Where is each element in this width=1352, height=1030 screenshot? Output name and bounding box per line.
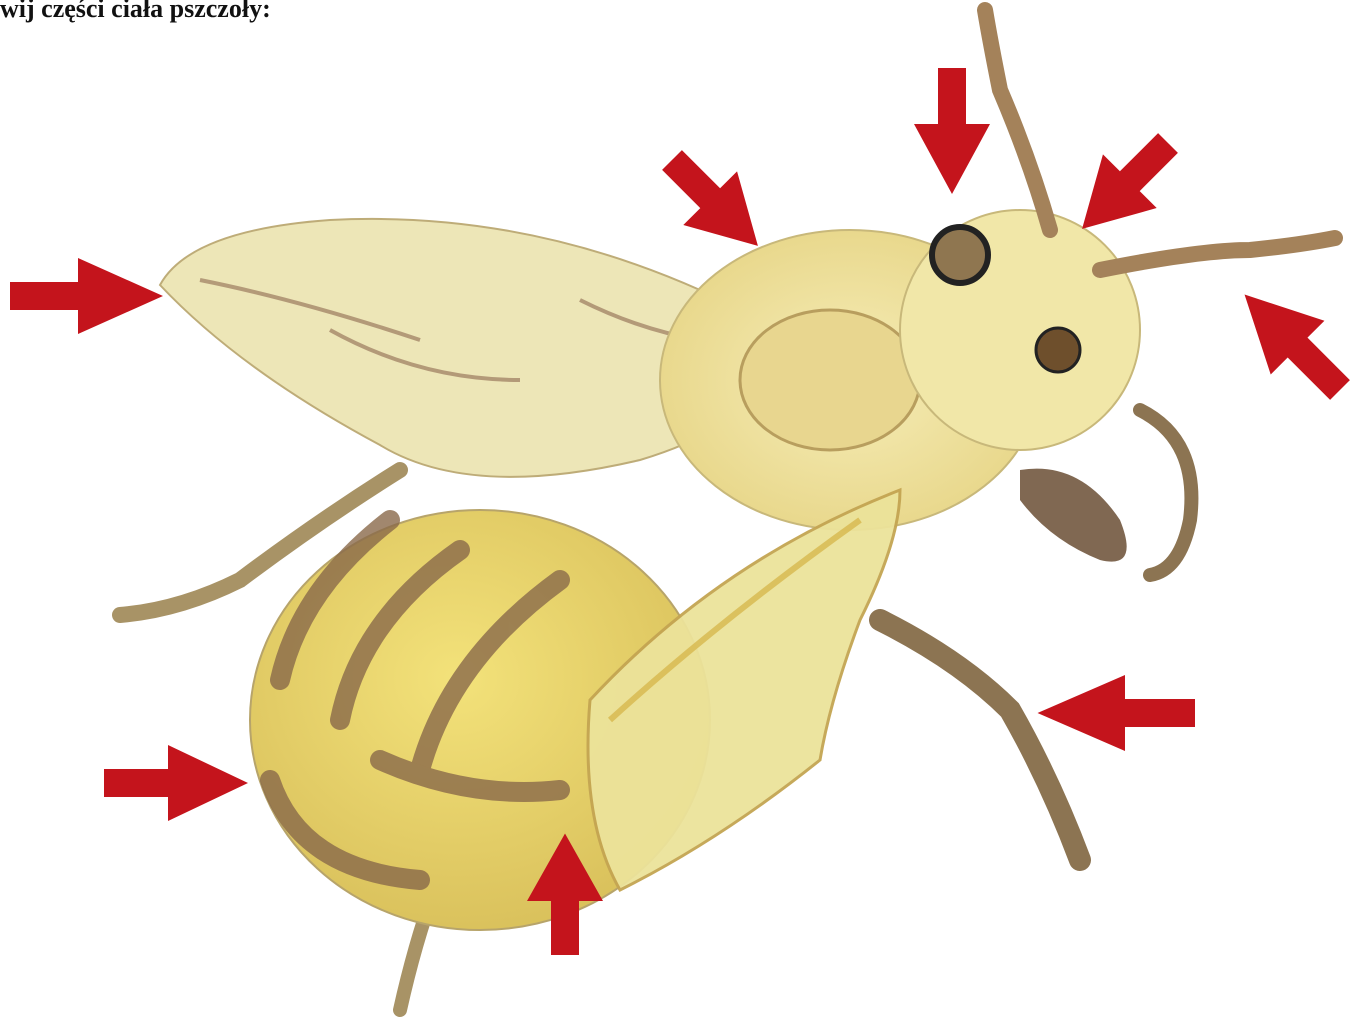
arrow-antenna-right (1218, 268, 1352, 417)
arrow-compound-eye (914, 68, 990, 194)
arrow-antenna-top (1055, 116, 1195, 256)
arrow-abdomen (104, 745, 248, 821)
arrow-stinger (527, 834, 603, 956)
arrow-thorax (645, 133, 785, 273)
arrow-leg-right (1038, 675, 1196, 751)
instruction-text: wij części ciała pszczoły: (0, 0, 271, 24)
arrow-wing-rear (10, 258, 163, 334)
